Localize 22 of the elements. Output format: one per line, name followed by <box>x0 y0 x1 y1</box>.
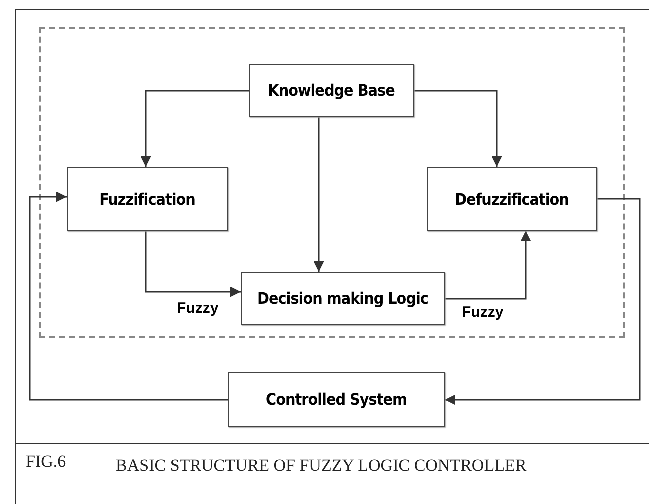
arrow <box>140 90 249 167</box>
arrow <box>445 198 641 406</box>
process-box <box>249 64 414 117</box>
dashed-boundary-box <box>39 27 625 338</box>
arrow <box>414 90 502 167</box>
box-label: Controlled System <box>266 390 407 409</box>
edge-label: Fuzzy <box>461 304 505 321</box>
box-label: Defuzzification <box>455 190 569 208</box>
process-box <box>427 167 597 231</box>
box-label: Knowledge Base <box>268 81 395 100</box>
arrow <box>445 231 532 300</box>
arrow <box>314 116 324 272</box>
process-box <box>67 167 228 231</box>
figure-caption: BASIC STRUCTURE OF FUZZY LOGIC CONTROLLER <box>116 455 528 477</box>
edge-label: Fuzzy <box>176 300 220 317</box>
process-box <box>241 272 445 325</box>
figure-number: FIG.6 <box>26 452 66 472</box>
box-label: Fuzzification <box>100 190 196 208</box>
box-label: Decision making Logic <box>258 289 428 308</box>
arrow <box>29 192 228 401</box>
arrow <box>145 231 241 298</box>
process-box <box>228 372 445 427</box>
